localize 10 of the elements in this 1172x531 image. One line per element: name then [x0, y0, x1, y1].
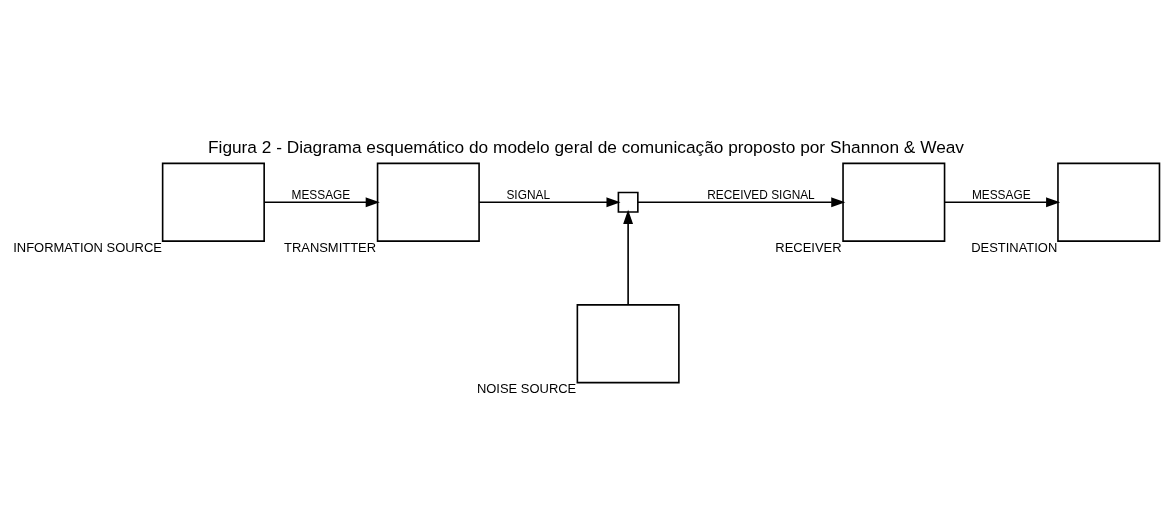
node-label: NOISE SOURCE — [476, 380, 577, 396]
node-label: INFORMATION SOURCE — [13, 239, 162, 255]
node-label: TRANSMITTER — [283, 239, 377, 255]
edge-label: RECEIVED SIGNAL — [707, 187, 815, 202]
diagram-title: Figura 2 - Diagrama esquemático do modelo geral de comunicação proposto por Shannon & Weav — [208, 136, 964, 157]
edge-label: MESSAGE — [291, 187, 351, 202]
node-label: DESTINATION — [971, 239, 1058, 255]
node-label: RECEIVER — [775, 239, 842, 255]
edge-label: SIGNAL — [506, 187, 550, 202]
edge-label: MESSAGE — [971, 187, 1031, 202]
